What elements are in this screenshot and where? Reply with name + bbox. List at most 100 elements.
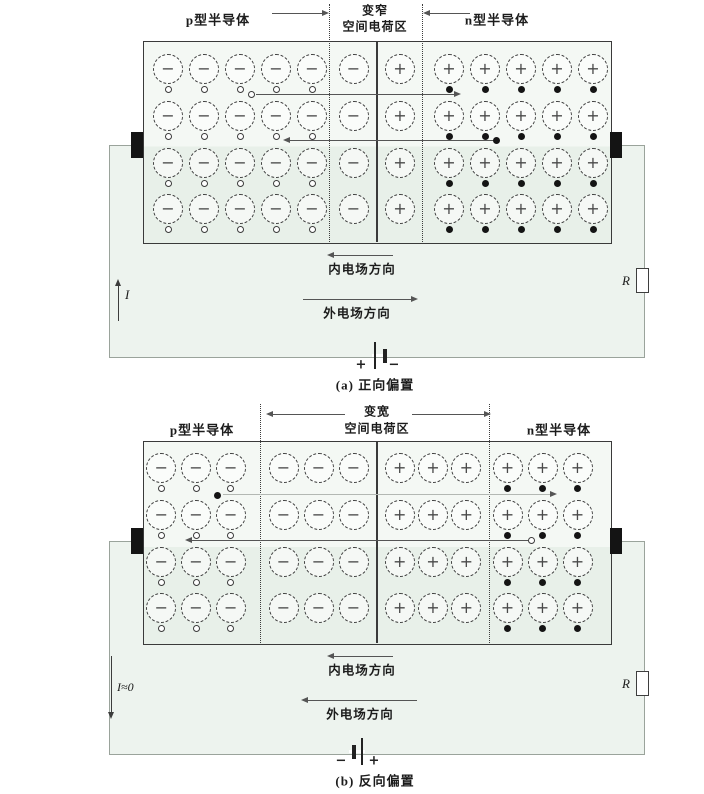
positive-ion: +	[470, 54, 500, 84]
widening-arrow-left-head-b	[266, 411, 273, 417]
minus-symbol: −	[346, 106, 361, 125]
hole-injection-arrow-head-a	[454, 91, 461, 97]
negative-ion: −	[261, 148, 291, 178]
n-region-label-b: n型半导体	[526, 422, 592, 438]
minus-symbol: −	[346, 153, 361, 172]
electron-marker	[445, 133, 453, 140]
electron-carrier-icon	[214, 492, 221, 499]
battery-long-plate-b	[361, 738, 363, 765]
plus-symbol: +	[392, 458, 407, 477]
negative-ion: −	[215, 453, 246, 483]
battery-gap-b	[349, 750, 365, 753]
electrode-right-b	[610, 528, 622, 554]
hole-marker	[157, 579, 165, 586]
hole-marker	[192, 625, 200, 632]
plus-symbol: +	[570, 552, 585, 571]
plus-symbol: +	[426, 552, 440, 571]
internal-field-arrow-a	[333, 255, 393, 256]
plus-symbol: +	[392, 552, 407, 571]
positive-ion: +	[506, 101, 536, 131]
negative-ion: −	[338, 593, 369, 623]
plus-symbol: +	[550, 106, 564, 125]
negative-ion: −	[303, 453, 334, 483]
electron-injection-arrow-head-a	[283, 137, 290, 143]
minus-symbol: −	[154, 598, 169, 617]
minus-symbol: −	[276, 458, 291, 477]
plus-symbol: +	[459, 552, 474, 571]
plus-symbol: +	[442, 59, 456, 78]
negative-ion: −	[338, 547, 369, 577]
external-field-arrow-a	[303, 299, 413, 300]
electron-marker	[517, 86, 525, 93]
positive-ion: +	[527, 593, 558, 623]
positive-ion: +	[562, 547, 593, 577]
minus-symbol: −	[346, 199, 361, 218]
negative-ion: −	[338, 54, 369, 84]
minus-symbol: −	[269, 106, 283, 125]
depletion-boundary-left-a	[329, 4, 330, 242]
positive-ion: +	[385, 54, 415, 84]
negative-ion: −	[225, 101, 255, 131]
minus-symbol: −	[154, 505, 169, 524]
minus-symbol: −	[305, 59, 319, 78]
plus-symbol: +	[478, 59, 492, 78]
positive-ion: +	[506, 148, 536, 178]
positive-ion: +	[434, 101, 464, 131]
minus-symbol: −	[346, 59, 361, 78]
positive-ion: +	[470, 194, 500, 224]
narrowing-arrow-right-a	[427, 13, 470, 14]
minus-symbol: −	[154, 458, 169, 477]
minus-symbol: −	[161, 106, 175, 125]
positive-ion: +	[418, 453, 448, 483]
electron-marker	[574, 532, 581, 539]
electron-marker	[589, 133, 597, 140]
negative-ion: −	[189, 54, 219, 84]
negative-ion: −	[181, 500, 211, 530]
battery-positive-label-a: +	[355, 357, 367, 373]
current-arrow-b	[111, 656, 112, 714]
minus-symbol: −	[311, 458, 326, 477]
negative-ion: −	[268, 547, 299, 577]
negative-ion: −	[268, 593, 299, 623]
hole-marker	[272, 180, 280, 187]
minus-symbol: −	[269, 199, 283, 218]
minus-symbol: −	[189, 552, 203, 571]
hole-injection-arrow-a	[256, 94, 456, 95]
electron-marker	[481, 180, 489, 187]
hole-marker	[236, 86, 244, 93]
negative-ion: −	[153, 194, 183, 224]
negative-ion: −	[338, 101, 369, 131]
internal-field-label-a: 内电场方向	[328, 262, 396, 277]
battery-short-plate-b	[352, 745, 356, 759]
electron-marker	[445, 180, 453, 187]
minus-symbol: −	[311, 598, 326, 617]
hole-marker	[236, 226, 244, 233]
minus-symbol: −	[197, 199, 211, 218]
positive-ion: +	[578, 194, 608, 224]
minus-symbol: −	[346, 552, 361, 571]
battery-negative-label-b: −	[335, 753, 347, 769]
hole-carrier-icon	[528, 537, 535, 544]
plus-symbol: +	[426, 598, 440, 617]
plus-symbol: +	[570, 598, 585, 617]
minus-symbol: −	[161, 199, 175, 218]
resistor-b	[636, 671, 649, 696]
negative-ion: −	[146, 500, 177, 530]
plus-symbol: +	[586, 59, 600, 78]
plus-symbol: +	[535, 598, 550, 617]
hole-marker	[192, 579, 200, 586]
plus-symbol: +	[393, 106, 407, 125]
hole-marker	[227, 625, 235, 632]
electron-marker	[517, 133, 525, 140]
positive-ion: +	[451, 453, 482, 483]
minus-symbol: −	[189, 598, 203, 617]
minus-symbol: −	[189, 458, 203, 477]
hole-marker	[157, 532, 165, 539]
depletion-label-top-b: 变宽	[363, 404, 391, 419]
negative-ion: −	[338, 148, 369, 178]
electron-marker	[589, 226, 597, 233]
minus-symbol: −	[233, 59, 247, 78]
positive-ion: +	[527, 500, 558, 530]
external-field-arrow-head-b	[301, 697, 308, 703]
minus-symbol: −	[269, 59, 283, 78]
